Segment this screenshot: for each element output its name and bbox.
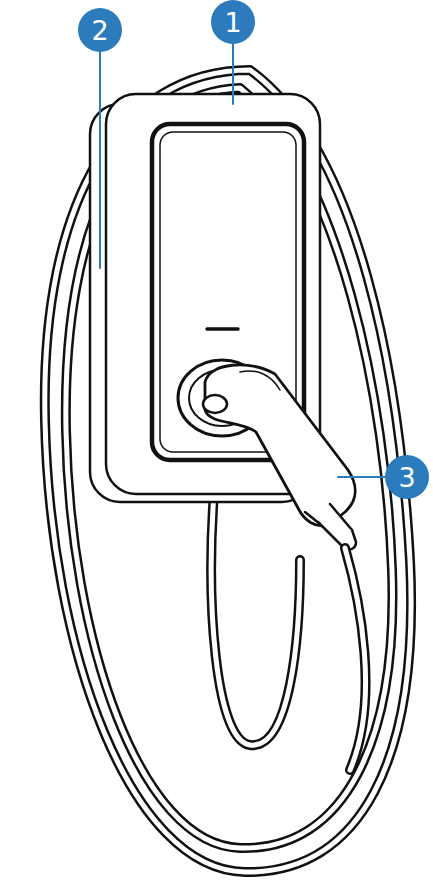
callout-number: 3 (398, 464, 415, 491)
callout-circle: 3 (385, 455, 429, 499)
callout-number: 2 (91, 17, 108, 44)
callout-circle: 1 (211, 0, 255, 44)
callout-circle: 2 (78, 8, 122, 52)
charging-connector (178, 360, 366, 770)
callout-number: 1 (224, 9, 241, 36)
leader-line (100, 44, 385, 477)
